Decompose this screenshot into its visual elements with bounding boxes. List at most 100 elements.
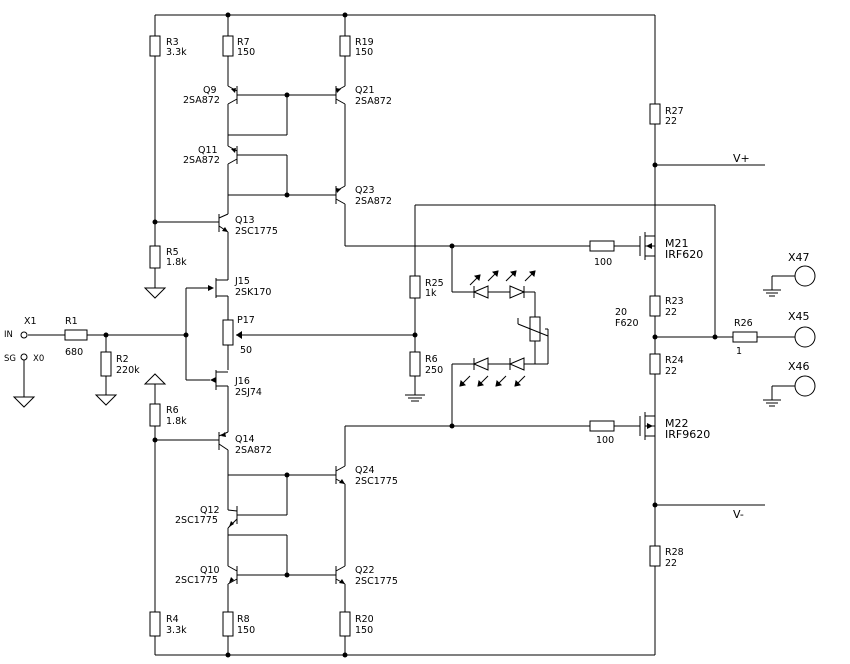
r5-value: 1.8k <box>166 257 187 268</box>
f620-ref: 20 <box>615 307 627 318</box>
led-arrows <box>459 270 536 387</box>
potentiometer-p17: P17 50 <box>222 315 255 356</box>
q14-part: 2SA872 <box>235 445 272 456</box>
r25-value: 1k <box>425 288 437 299</box>
f620-value: F620 <box>615 318 639 329</box>
r28-value: 22 <box>665 558 677 569</box>
q23-ref: Q23 <box>355 185 375 196</box>
resistor-r20: R20 150 <box>339 611 374 637</box>
q23-part: 2SA872 <box>355 196 392 207</box>
x1-label: X1 <box>24 316 37 327</box>
r8-ref: R8 <box>237 614 250 625</box>
transistor-q21 <box>330 85 346 105</box>
m22-part: IRF9620 <box>665 428 710 441</box>
transistor-q22 <box>330 565 346 585</box>
r2-ref: R2 <box>116 354 129 365</box>
p17-value: 50 <box>240 345 252 356</box>
r23-value: 22 <box>665 307 677 318</box>
jfet-j16 <box>210 370 228 390</box>
transistor-q23 <box>330 185 346 205</box>
r4-value: 3.3k <box>166 625 187 636</box>
r23-ref: R23 <box>665 296 684 307</box>
q12-ref: Q12 <box>200 505 220 516</box>
q12-part: 2SC1775 <box>175 515 218 526</box>
j16-ref: J16 <box>234 376 250 387</box>
r24-value: 22 <box>665 366 677 377</box>
resistor-r4: R4 3.3k <box>149 611 187 637</box>
q24-ref: Q24 <box>355 465 375 476</box>
r6a-value: 1.8k <box>166 416 187 427</box>
rg1-value: 100 <box>594 257 612 268</box>
j16-part: 2SJ74 <box>235 387 262 398</box>
r19-ref: R19 <box>355 37 374 48</box>
r5-ref: R5 <box>166 247 179 258</box>
r6b-value: 250 <box>425 365 443 376</box>
r7-value: 150 <box>237 47 255 58</box>
j15-part: 2SK170 <box>235 287 271 298</box>
output-connector-x47: X47 <box>788 251 816 287</box>
input-connector: X1 IN SG X0 <box>4 316 44 364</box>
r1-ref: R1 <box>65 316 78 327</box>
r25-ref: R25 <box>425 278 444 289</box>
sg-label: SG <box>4 354 16 364</box>
output-connector-x46: X46 <box>788 360 816 397</box>
r8-value: 150 <box>237 625 255 636</box>
q11-part: 2SA872 <box>183 155 220 166</box>
q22-ref: Q22 <box>355 565 375 576</box>
jfet-j15 <box>208 278 228 298</box>
resistor-r28: R28 22 <box>649 545 684 569</box>
r26-ref: R26 <box>734 318 753 329</box>
r7-ref: R7 <box>237 37 250 48</box>
transistor-q12 <box>227 506 238 529</box>
transistor-q24 <box>330 465 346 485</box>
resistor-r1: R1 680 <box>64 316 88 358</box>
mosfet-m22 <box>639 412 655 440</box>
output-connector-x45: X45 <box>788 310 816 348</box>
rg2-value: 100 <box>596 435 614 446</box>
m22-ref: M22 <box>665 417 689 430</box>
r4-ref: R4 <box>166 614 179 625</box>
r2-value: 220k <box>116 365 140 376</box>
r26-value: 1 <box>736 346 742 357</box>
q9-ref: Q9 <box>203 85 217 96</box>
x46-label: X46 <box>788 360 810 373</box>
resistor-r3: R3 3.3k <box>149 35 187 58</box>
r1-value: 680 <box>65 347 83 358</box>
in-label: IN <box>4 330 13 340</box>
q13-part: 2SC1775 <box>235 226 278 237</box>
r6b-ref: R6 <box>425 354 438 365</box>
resistor-r23: R23 22 <box>649 295 684 318</box>
resistor-r19: R19 150 <box>339 35 374 58</box>
p17-ref: P17 <box>237 315 255 326</box>
q11-ref: Q11 <box>198 145 218 156</box>
transistor-q14 <box>213 431 229 451</box>
ground-symbols <box>12 287 781 408</box>
transistor-q9 <box>227 85 238 105</box>
q22-part: 2SC1775 <box>355 576 398 587</box>
x0-label: X0 <box>33 354 44 364</box>
vplus-label: V+ <box>733 152 750 165</box>
q24-part: 2SC1775 <box>355 476 398 487</box>
q10-part: 2SC1775 <box>175 575 218 586</box>
resistor-r5: R5 1.8k <box>149 245 187 269</box>
resistor-f620: 20 F620 <box>615 307 639 329</box>
m21-part: IRF620 <box>665 248 703 261</box>
q21-part: 2SA872 <box>355 96 392 107</box>
resistor-r6-bias: R6 250 <box>409 351 443 377</box>
diode-string <box>472 285 549 371</box>
r27-value: 22 <box>665 116 677 127</box>
resistor-r26: R26 1 <box>732 318 758 357</box>
r20-value: 150 <box>355 625 373 636</box>
q13-ref: Q13 <box>235 215 255 226</box>
q21-ref: Q21 <box>355 85 375 96</box>
r28-ref: R28 <box>665 547 684 558</box>
resistor-gate-upper: 100 <box>589 240 615 268</box>
x45-label: X45 <box>788 310 810 323</box>
r6a-ref: R6 <box>166 405 179 416</box>
x47-label: X47 <box>788 251 810 264</box>
r3-value: 3.3k <box>166 47 187 58</box>
resistor-r2: R2 220k <box>100 351 140 377</box>
j15-ref: J15 <box>234 276 250 287</box>
transistor-q10 <box>227 565 238 585</box>
